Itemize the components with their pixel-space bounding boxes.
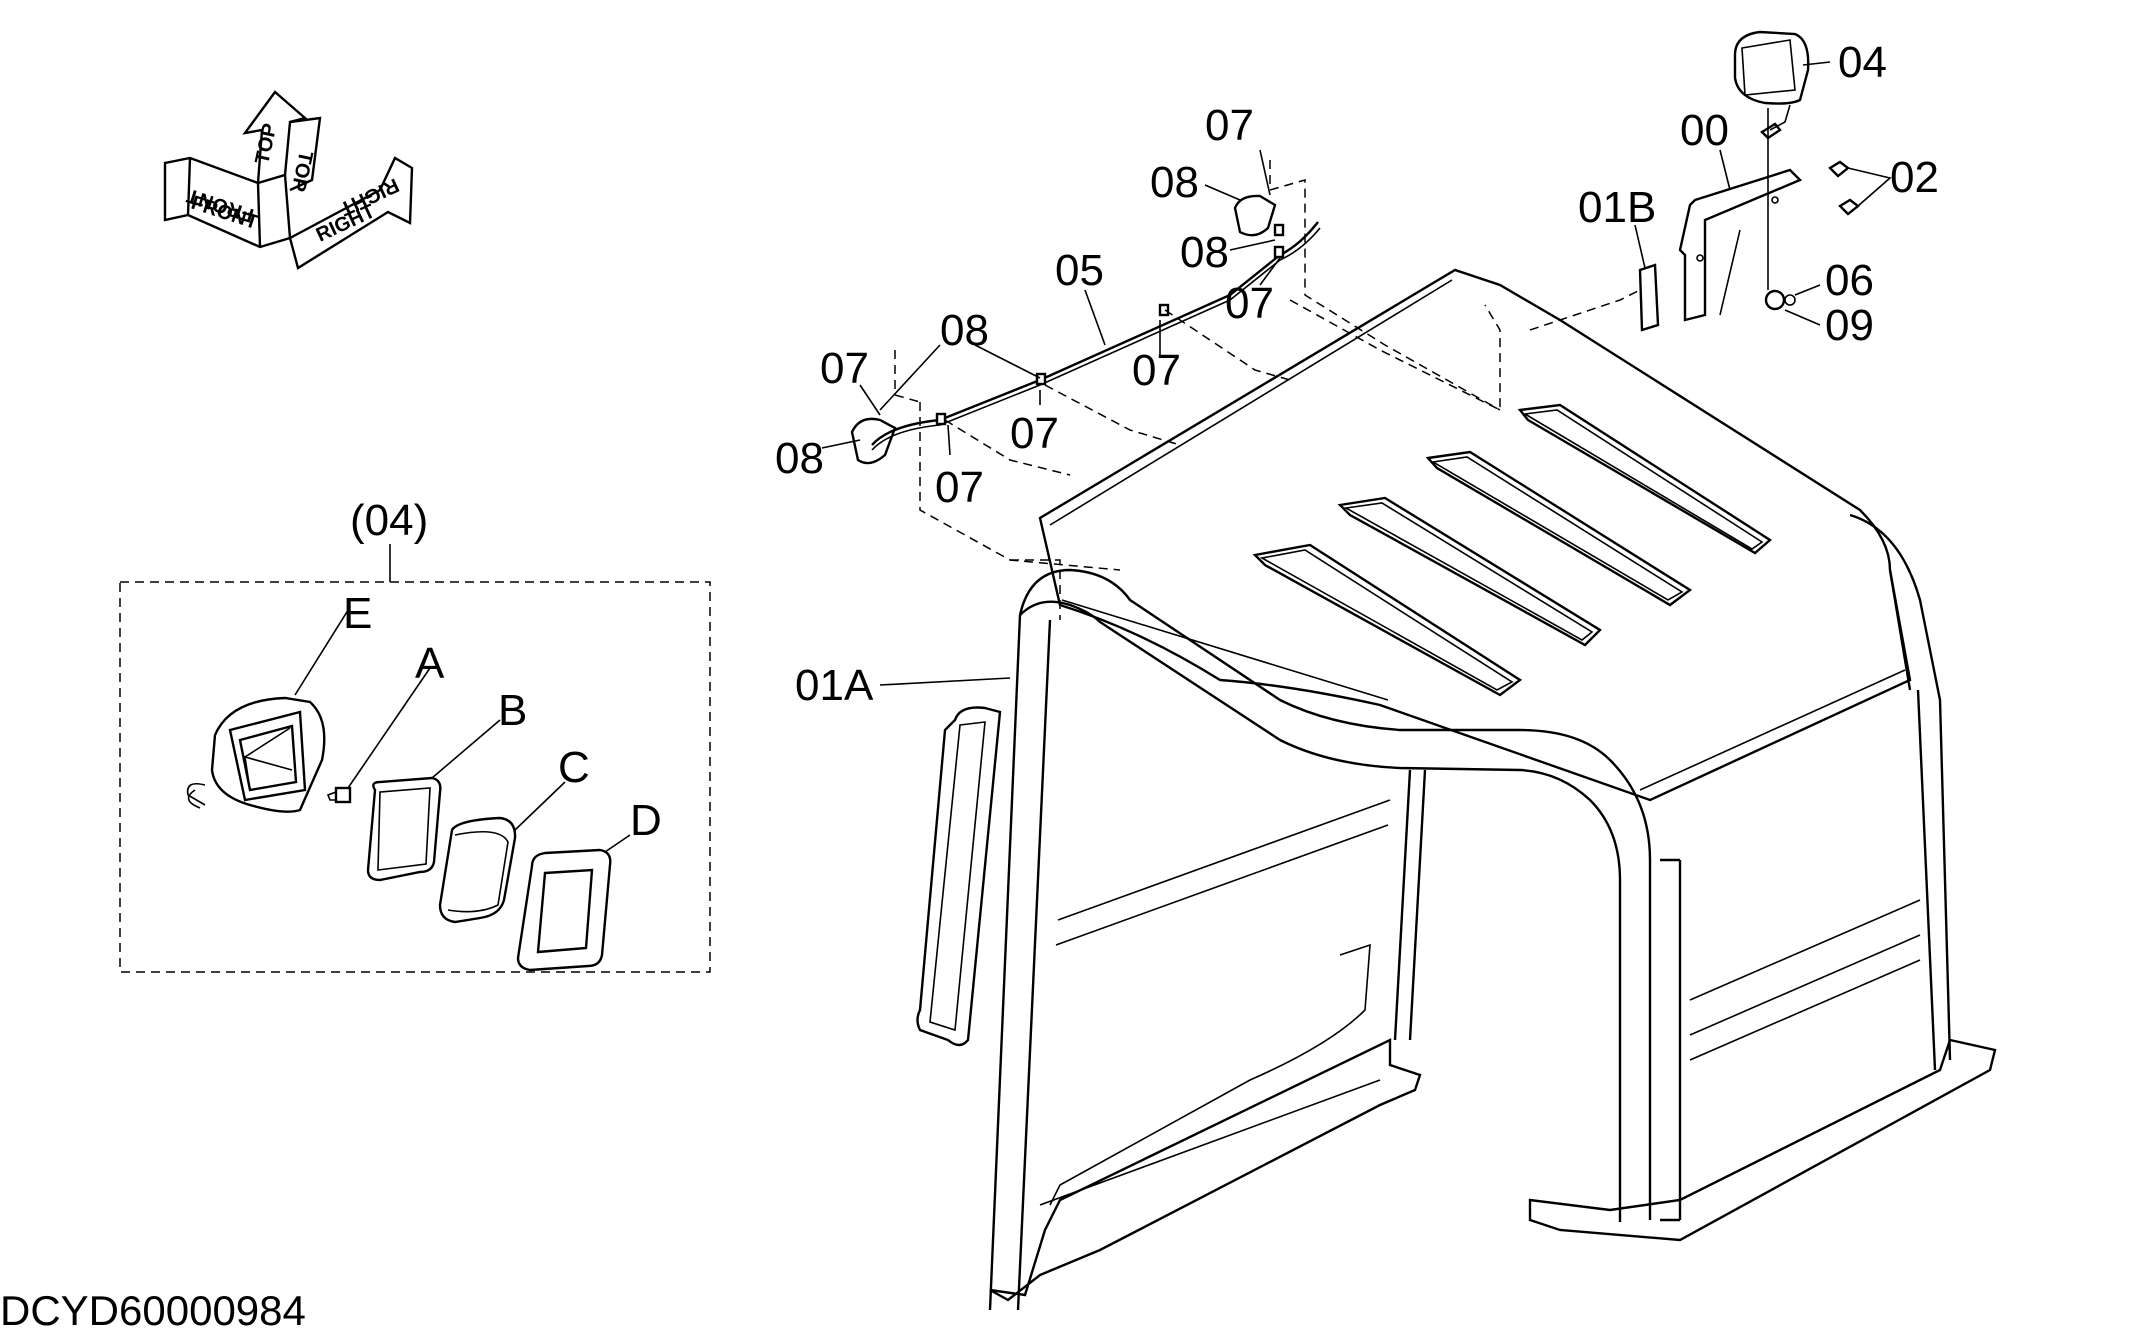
callouts: 04 00 02 01B 06 09 07 08 08 07 05 08 07 … <box>775 38 1939 710</box>
callout-00: 00 <box>1680 106 1729 155</box>
detail-04: (04) E A B C D <box>119 496 711 973</box>
callout-07-e: 07 <box>820 344 869 393</box>
callout-07-a: 07 <box>1205 101 1254 150</box>
callout-02: 02 <box>1890 153 1939 202</box>
callout-07-d: 07 <box>1010 409 1059 458</box>
callout-05: 05 <box>1055 246 1104 295</box>
drawing-code: DCYD60000984 <box>0 1287 306 1334</box>
callout-08-c: 08 <box>940 306 989 355</box>
bulb-part <box>326 786 352 804</box>
callout-01B: 01B <box>1578 183 1656 232</box>
spacer-01B <box>1638 263 1660 332</box>
callout-B: B <box>498 686 527 735</box>
callout-D: D <box>630 796 662 845</box>
callout-07-b: 07 <box>1225 279 1274 328</box>
top-label: TOP <box>251 122 281 166</box>
callout-08-d: 08 <box>775 434 824 483</box>
callout-08-b: 08 <box>1180 228 1229 277</box>
work-light <box>1733 30 1810 140</box>
callout-07-c: 07 <box>1132 346 1181 395</box>
lamp-body-part <box>186 696 326 813</box>
lens-part <box>438 816 517 924</box>
callout-09: 09 <box>1825 301 1874 350</box>
detail-title: (04) <box>350 496 428 545</box>
callout-04: 04 <box>1838 38 1887 87</box>
lamp-bracket <box>1638 168 1803 332</box>
top-label-mirror: TOP <box>287 149 317 193</box>
orientation-indicator: FRONT FRONT TOP TOP RIGHT RIGHT <box>163 90 414 270</box>
callout-C: C <box>558 743 590 792</box>
callout-01A: 01A <box>795 661 874 710</box>
callout-08-a: 08 <box>1150 158 1199 207</box>
detail-frame <box>119 581 711 973</box>
bezel-part <box>516 848 612 972</box>
canopy-assembly <box>850 30 1997 1311</box>
gasket-part <box>366 776 442 882</box>
callout-07-f: 07 <box>935 463 984 512</box>
callout-06: 06 <box>1825 256 1874 305</box>
callout-A: A <box>415 639 445 688</box>
callout-E: E <box>343 589 372 638</box>
